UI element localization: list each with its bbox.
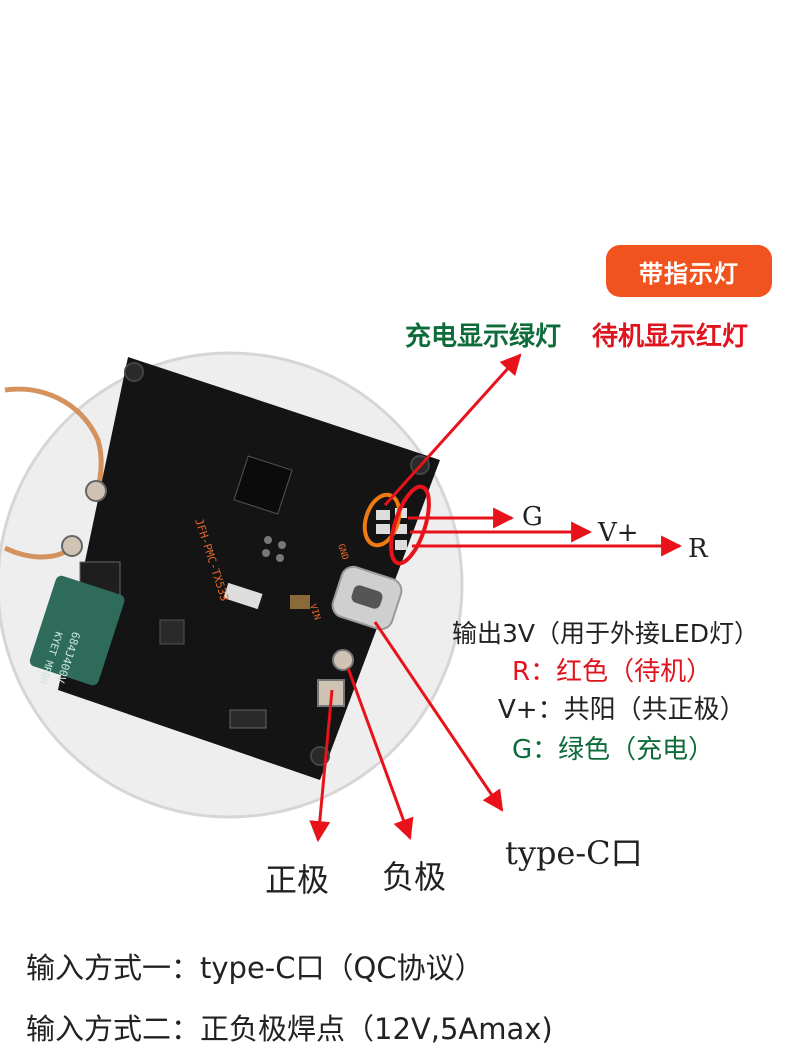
arrow-typec bbox=[373, 621, 504, 812]
arrow-positive bbox=[309, 689, 334, 843]
positive-label: 正极 bbox=[265, 861, 330, 899]
green-led-title: 充电显示绿灯 bbox=[405, 322, 562, 352]
typec-label: type-C口 bbox=[505, 834, 643, 872]
pin-label-r: R bbox=[688, 534, 708, 564]
negative-label: 负极 bbox=[382, 858, 447, 896]
board-gnd-text: GND bbox=[335, 543, 350, 562]
output-r-desc: R：红色（待机） bbox=[512, 657, 713, 687]
output-g-desc: G：绿色（充电） bbox=[512, 735, 715, 765]
indicator-badge: 带指示灯 bbox=[606, 245, 772, 297]
negative-pad bbox=[332, 649, 354, 671]
output-v-desc: V+：共阳（共正极） bbox=[498, 695, 746, 725]
pcb-board: JFH-PMC-TX533 GND VIN bbox=[58, 357, 440, 780]
arrow-to-green-title bbox=[383, 353, 522, 507]
capacitor: 684J400V KYET MPBH bbox=[29, 575, 125, 686]
output-title: 输出3V（用于外接LED灯） bbox=[452, 619, 759, 648]
led-highlight-small bbox=[362, 492, 402, 548]
coil-wire bbox=[4, 386, 104, 489]
pin-label-v: V+ bbox=[598, 518, 639, 548]
board-vin-text: VIN bbox=[307, 603, 322, 622]
red-led-title: 待机显示红灯 bbox=[592, 322, 749, 352]
input-mode-1: 输入方式一：type-C口（QC协议） bbox=[26, 951, 484, 985]
input-mode-2: 输入方式二：正负极焊点（12V,5Amax) bbox=[26, 1012, 553, 1046]
led-highlight-large bbox=[389, 484, 431, 566]
arrow-negative bbox=[346, 667, 414, 840]
pin-label-g: G bbox=[522, 502, 543, 532]
